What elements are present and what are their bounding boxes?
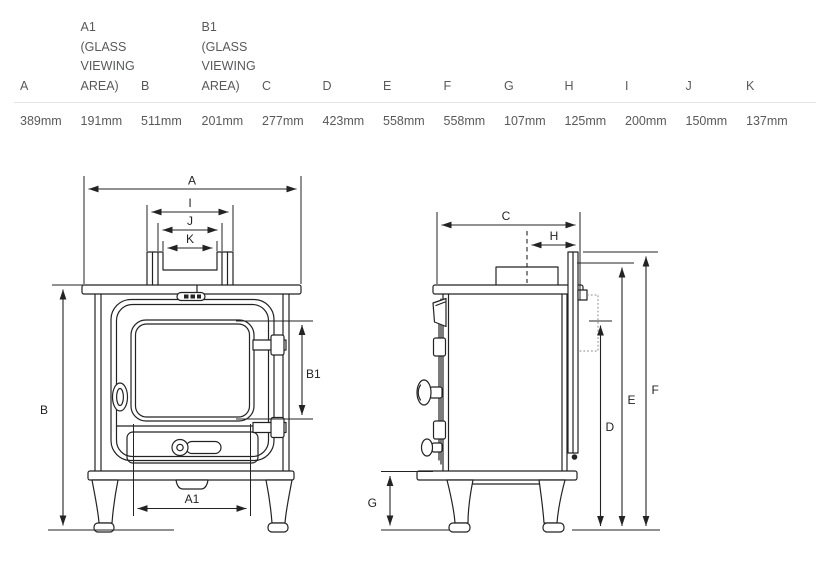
col-header-f: F: [443, 78, 452, 93]
door-handle: [111, 382, 129, 412]
dimension-table: A A1 (GLASS VIEWING AREA) B B1 (GLASS VI…: [14, 12, 816, 128]
col-value-j: 150mm: [685, 114, 728, 128]
col-value-g: 107mm: [504, 114, 546, 128]
dim-label-d: D: [606, 420, 615, 434]
col-value-a: 389mm: [20, 114, 62, 128]
side-door-knob: [416, 379, 432, 406]
door-latch-knob: [171, 438, 189, 457]
dim-label-b1: B1: [306, 367, 321, 381]
front-view-drawing: A I J K B B1 A1: [40, 174, 321, 533]
dim-label-a1: A1: [185, 492, 200, 506]
col-header-g: G: [504, 78, 514, 93]
col-header-d: D: [322, 78, 332, 93]
col-value-h: 125mm: [564, 114, 607, 128]
col-value-c: 277mm: [262, 114, 304, 128]
side-view-drawing: C H G D E F: [368, 209, 660, 533]
front-right-leg: [265, 479, 293, 524]
col-header-c: C: [262, 78, 272, 93]
glass-viewing-area: [130, 319, 255, 422]
side-latch-knob: [420, 438, 434, 457]
col-header-k: K: [746, 78, 755, 93]
front-left-leg: [91, 479, 119, 524]
dim-label-i: I: [188, 196, 191, 210]
side-front-leg: [446, 479, 474, 524]
col-value-i: 200mm: [625, 114, 667, 128]
col-value-a1: 191mm: [80, 114, 123, 128]
col-value-b: 511mm: [141, 114, 182, 128]
dim-label-j: J: [187, 214, 193, 228]
dimension-table-header-row: A A1 (GLASS VIEWING AREA) B B1 (GLASS VI…: [20, 12, 814, 96]
dim-label-a: A: [188, 174, 196, 188]
col-header-b1: B1 (GLASS VIEWING AREA): [201, 20, 256, 93]
dimension-table-value-row: 389mm 191mm 511mm 201mm 277mm 423mm 558m…: [20, 112, 807, 132]
col-header-a1: A1 (GLASS VIEWING AREA): [80, 20, 135, 93]
side-rear-leg: [538, 479, 566, 524]
dim-label-b: B: [40, 403, 48, 417]
dim-label-f: F: [652, 383, 659, 397]
col-value-b1: 201mm: [201, 114, 244, 128]
col-header-a: A: [20, 78, 29, 93]
col-header-h: H: [564, 78, 574, 93]
col-value-e: 558mm: [383, 114, 425, 128]
col-value-k: 137mm: [746, 114, 788, 128]
col-header-e: E: [383, 78, 392, 93]
col-header-j: J: [685, 78, 692, 93]
table-divider: [14, 102, 816, 103]
dim-label-k: K: [186, 232, 194, 246]
col-value-d: 423mm: [322, 114, 365, 128]
dim-label-e: E: [628, 393, 636, 407]
dim-label-h: H: [550, 229, 559, 243]
hinge-bottom: [252, 421, 287, 434]
hinge-top: [252, 339, 287, 351]
dim-label-c: C: [502, 209, 511, 223]
col-value-f: 558mm: [443, 114, 486, 128]
col-header-b: B: [141, 78, 150, 93]
dim-label-g: G: [368, 496, 377, 510]
rear-flue-outlet: [577, 289, 588, 301]
col-header-i: I: [625, 78, 629, 93]
